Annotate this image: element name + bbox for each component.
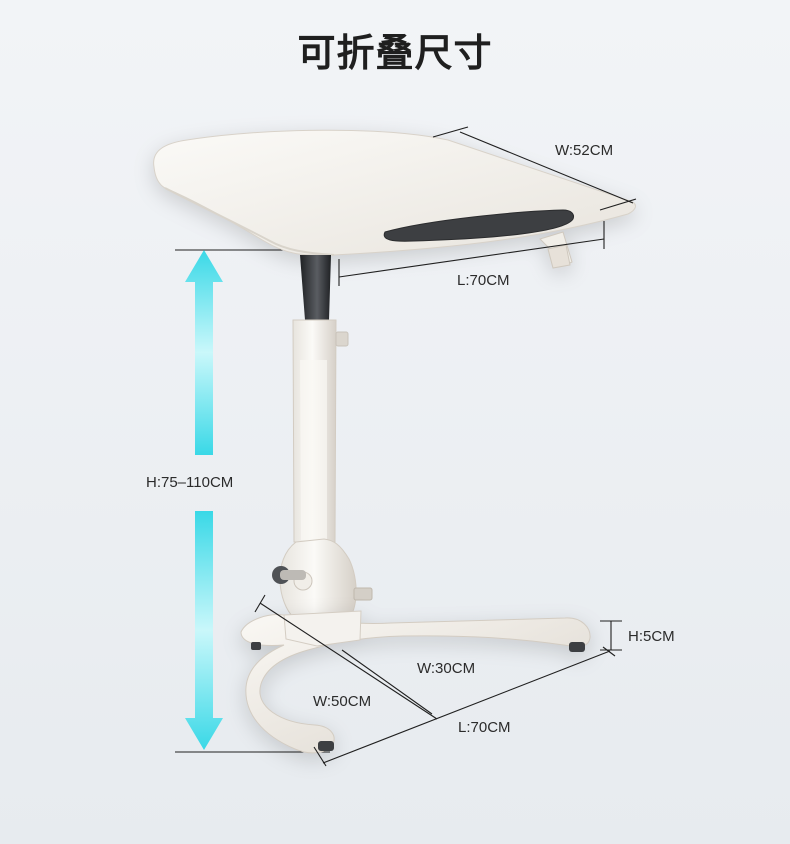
base-length-label: L:70CM [458, 719, 511, 736]
top-length-label: L:70CM [457, 272, 510, 289]
base-inner-width-label: W:30CM [417, 660, 476, 677]
height-range-label: H:75–110CM [146, 474, 234, 491]
base-dimensions [254, 594, 622, 767]
page-title: 可折叠尺寸 [297, 31, 493, 75]
top-dimensions [338, 126, 637, 286]
tabletop [153, 129, 636, 269]
base-outer-width-label: W:50CM [313, 693, 372, 710]
top-width-label: W:52CM [555, 142, 614, 159]
base-height-label: H:5CM [628, 628, 675, 645]
column [272, 255, 373, 629]
base [240, 610, 591, 754]
